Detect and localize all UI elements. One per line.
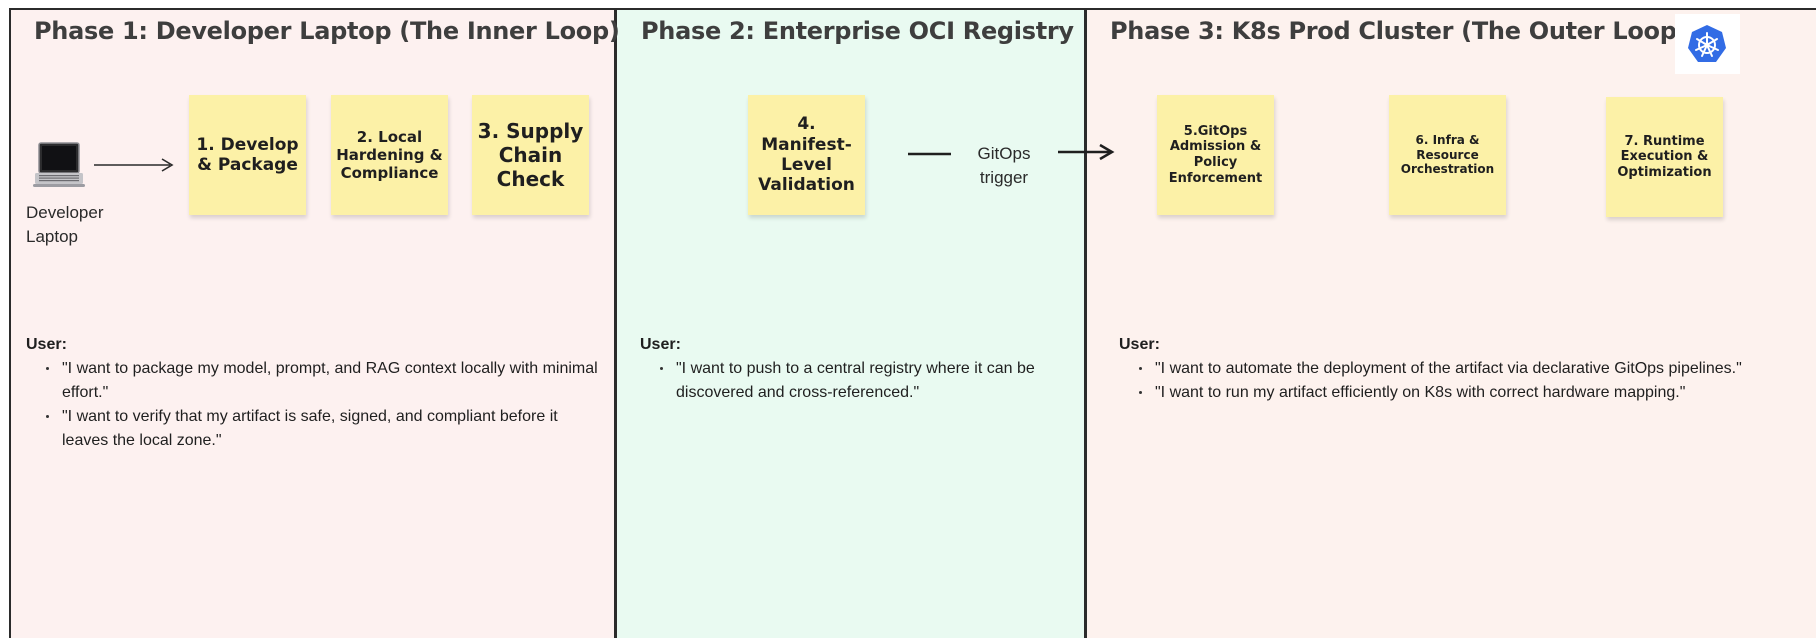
phase-1-user-stories: User: "I want to package my model, promp… <box>26 333 606 453</box>
user-story-list: "I want to package my model, prompt, and… <box>26 357 606 453</box>
sticky-note-gitops-admission: 5.GitOps Admission & Policy Enforcement <box>1157 95 1274 215</box>
kubernetes-logo-tile <box>1675 14 1740 74</box>
arrow-right-icon <box>1058 143 1115 161</box>
user-story: "I want to package my model, prompt, and… <box>46 357 606 405</box>
user-heading: User: <box>640 336 681 353</box>
sticky-note-develop-package: 1. Develop & Package <box>189 95 306 215</box>
user-story: "I want to push to a central registry wh… <box>660 357 1080 405</box>
user-heading: User: <box>1119 336 1160 353</box>
user-story: "I want to automate the deployment of th… <box>1139 357 1759 381</box>
sticky-note-manifest-validation: 4. Manifest-Level Validation <box>748 95 865 215</box>
connector-line <box>908 152 951 156</box>
phase-3-title: Phase 3: K8s Prod Cluster (The Outer Loo… <box>1110 17 1688 45</box>
phase-2-title: Phase 2: Enterprise OCI Registry <box>641 17 1074 45</box>
sticky-note-infra-orchestration: 6. Infra & Resource Orchestration <box>1389 95 1506 215</box>
phase-3-user-stories: User: "I want to automate the deployment… <box>1119 333 1759 405</box>
sticky-note-runtime-execution: 7. Runtime Execution & Optimization <box>1606 97 1723 217</box>
sticky-note-supply-chain: 3. Supply Chain Check <box>472 95 589 215</box>
phase-1-title: Phase 1: Developer Laptop (The Inner Loo… <box>34 17 620 45</box>
user-story: "I want to verify that my artifact is sa… <box>46 405 606 453</box>
gitops-trigger-label: GitOps trigger <box>977 144 1031 187</box>
laptop-label: Developer Laptop <box>26 203 104 246</box>
phase-2-user-stories: User: "I want to push to a central regis… <box>640 333 1080 405</box>
user-heading: User: <box>26 336 67 353</box>
laptop-icon <box>33 142 85 187</box>
user-story: "I want to run my artifact efficiently o… <box>1139 381 1759 405</box>
kubernetes-logo-icon <box>1688 25 1726 62</box>
user-story-list: "I want to push to a central registry wh… <box>640 357 1080 405</box>
user-story-list: "I want to automate the deployment of th… <box>1119 357 1759 405</box>
sticky-note-local-hardening: 2. Local Hardening & Compliance <box>331 95 448 215</box>
arrow-right-icon <box>94 158 174 172</box>
